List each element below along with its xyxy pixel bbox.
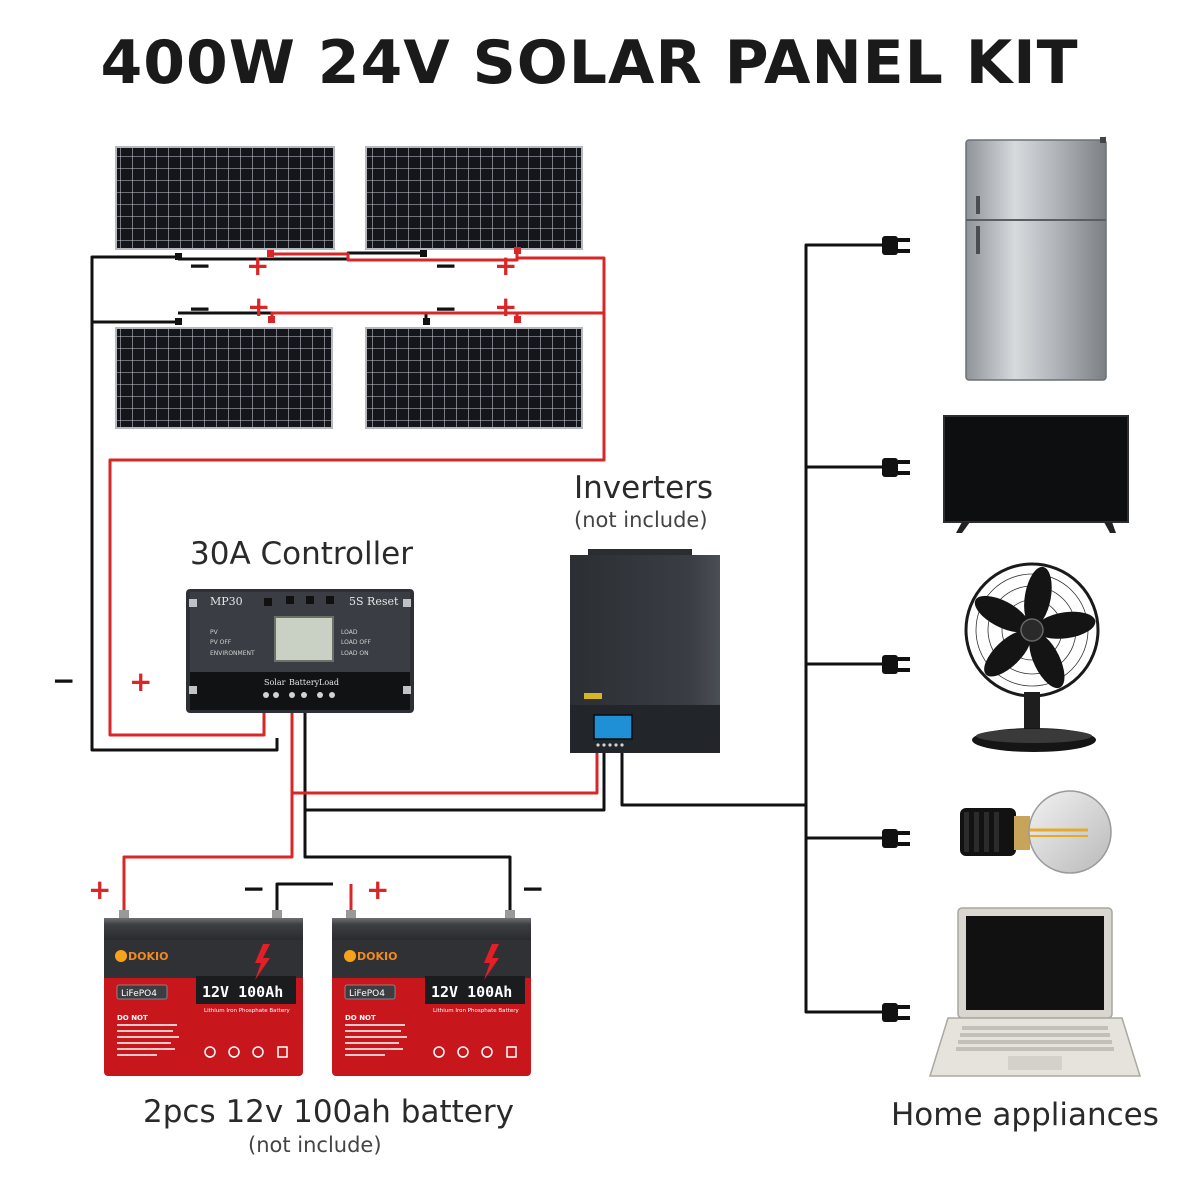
- plug-icon: [882, 236, 910, 255]
- positive-sign: +: [494, 290, 518, 323]
- controller-reset-label: 5S Reset: [349, 595, 399, 608]
- negative-wires: [90, 243, 885, 1014]
- controller-row-label: PV: [210, 629, 219, 636]
- battery-subtitle: Lithium Iron Phosphate Battery: [433, 1008, 519, 1014]
- solar-panel: [365, 146, 583, 250]
- negative-sign: −: [52, 664, 76, 697]
- solar-panel: [365, 327, 583, 429]
- negative-sign: −: [242, 872, 266, 905]
- battery-chemistry: LiFePO4: [349, 989, 385, 999]
- controller-model: MP30: [210, 595, 243, 608]
- inverter-label: Inverters: [574, 470, 714, 506]
- battery-warning-head: DO NOT: [117, 1014, 148, 1022]
- negative-sign: −: [521, 872, 545, 905]
- positive-sign: +: [246, 249, 270, 282]
- power-plugs: [882, 236, 910, 1022]
- certification-icons: [433, 1046, 517, 1058]
- solar-panel: [115, 327, 333, 429]
- controller-row-label: LOAD OFF: [341, 639, 372, 646]
- negative-sign: −: [434, 292, 458, 325]
- positive-sign: +: [88, 873, 112, 906]
- battery-chemistry: LiFePO4: [121, 989, 157, 999]
- plug-icon: [882, 829, 910, 848]
- battery: DOKIO LiFePO4 12V 100Ah Lithium Iron Pho…: [332, 910, 531, 1076]
- battery-note: (not include): [248, 1133, 382, 1157]
- brand-logo-icon: [115, 950, 127, 962]
- negative-sign: −: [188, 249, 212, 282]
- laptop-icon: [928, 907, 1142, 1077]
- positive-sign: +: [366, 873, 390, 906]
- negative-sign: −: [188, 292, 212, 325]
- plug-icon: [882, 655, 910, 674]
- inverter-note: (not include): [574, 508, 708, 532]
- page-title: 400W 24V SOLAR PANEL KIT: [100, 28, 1079, 98]
- controller-button[interactable]: [326, 596, 334, 604]
- battery-warning-head: DO NOT: [345, 1014, 376, 1022]
- battery-rating: 12V 100Ah: [431, 983, 512, 1001]
- refrigerator-icon: [965, 137, 1107, 381]
- controller-terminal-label: Battery: [289, 678, 320, 687]
- caution-label: [584, 693, 602, 699]
- solar-panel: [115, 146, 335, 250]
- appliances-label: Home appliances: [891, 1097, 1159, 1133]
- solar-panel-array: [115, 146, 583, 429]
- negative-sign: −: [434, 249, 458, 282]
- fan-icon: [964, 562, 1100, 752]
- charge-controller: MP30 5S Reset PV PV OFF ENVIRONMENT LOAD…: [186, 589, 414, 713]
- lightning-icon: [255, 944, 270, 980]
- battery: DOKIO LiFePO4 12V 100Ah Lithium Iron Pho…: [104, 910, 303, 1076]
- controller-button[interactable]: [264, 598, 272, 606]
- plug-icon: [882, 1003, 910, 1022]
- battery-label: 2pcs 12v 100ah battery: [143, 1094, 514, 1130]
- controller-row-label: LOAD ON: [341, 650, 369, 657]
- battery-subtitle: Lithium Iron Phosphate Battery: [204, 1008, 290, 1014]
- controller-row-label: LOAD: [341, 629, 358, 636]
- controller-terminal-label: Load: [319, 678, 339, 687]
- positive-sign: +: [247, 290, 271, 323]
- positive-wires: [108, 252, 606, 912]
- positive-sign: +: [129, 665, 153, 698]
- battery-rating: 12V 100Ah: [202, 983, 283, 1001]
- lightning-icon: [484, 944, 499, 980]
- plug-icon: [882, 458, 910, 477]
- certification-icons: [204, 1046, 288, 1058]
- brand-logo-icon: [344, 950, 356, 962]
- battery-brand: DOKIO: [357, 950, 397, 963]
- positive-sign: +: [494, 249, 518, 282]
- inverter-display: [593, 714, 633, 740]
- television-icon: [943, 415, 1129, 533]
- controller-terminal-label: Solar: [264, 678, 286, 687]
- inverter: [570, 549, 720, 753]
- controller-row-label: ENVIRONMENT: [210, 650, 255, 657]
- controller-row-label: PV OFF: [210, 639, 232, 646]
- light-bulb-icon: [960, 790, 1112, 874]
- controller-button[interactable]: [286, 596, 294, 604]
- controller-lcd: [274, 616, 334, 662]
- battery-brand: DOKIO: [128, 950, 168, 963]
- controller-label: 30A Controller: [190, 536, 413, 572]
- controller-button[interactable]: [306, 596, 314, 604]
